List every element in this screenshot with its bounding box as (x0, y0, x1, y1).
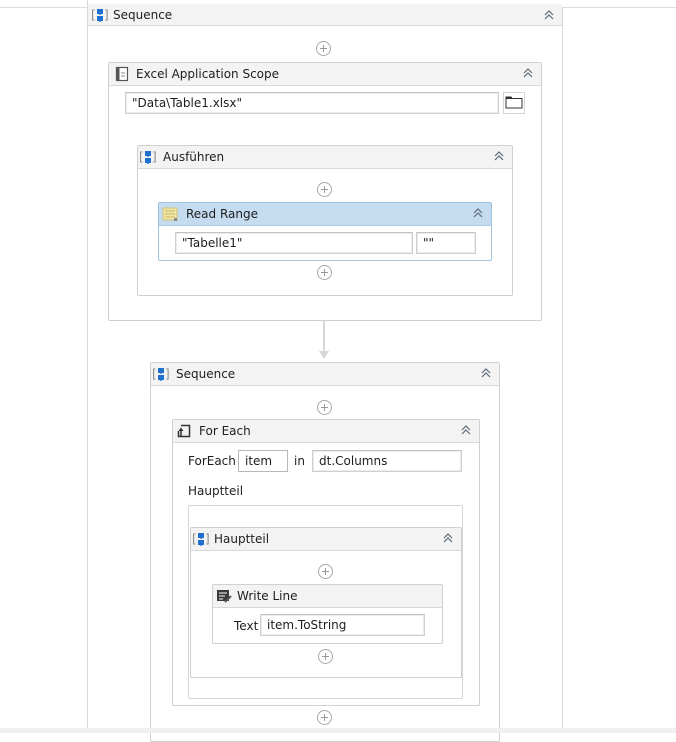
add-activity-button[interactable] (317, 400, 332, 415)
sequence-icon: [] (91, 7, 109, 23)
sequence-icon: [] (139, 149, 157, 165)
collapse-icon[interactable] (521, 66, 535, 80)
read-range-title: Read Range (186, 207, 258, 221)
collapse-icon[interactable] (471, 206, 485, 220)
excel-application-scope[interactable]: Excel Application Scope "Data\Table1.xls… (108, 62, 542, 321)
item-variable-input[interactable]: item (238, 450, 288, 472)
folder-icon (505, 95, 523, 112)
for-each-title: For Each (199, 424, 251, 438)
for-each-icon (176, 423, 192, 439)
read-range-icon (162, 206, 178, 222)
svg-text:[: [ (192, 532, 197, 546)
flow-connector (323, 321, 325, 353)
workbook-path-input[interactable]: "Data\Table1.xlsx" (125, 92, 499, 114)
write-line-header[interactable]: Write Line (213, 585, 442, 608)
connector-arrow-icon (319, 351, 329, 359)
canvas-left-guide (87, 0, 88, 728)
foreach-label: ForEach (188, 454, 236, 468)
collapse-icon[interactable] (479, 366, 493, 380)
body-container[interactable]: [] Hauptteil Write Line (188, 505, 463, 699)
collapse-icon[interactable] (459, 423, 473, 437)
outer-sequence-title: Sequence (113, 7, 173, 22)
excel-scope-title: Excel Application Scope (136, 67, 280, 81)
in-label: in (294, 454, 305, 468)
write-line-title: Write Line (237, 589, 298, 603)
excel-scope-icon (114, 66, 130, 82)
for-each-header[interactable]: For Each (173, 420, 479, 443)
collapse-icon[interactable] (441, 531, 455, 545)
collapse-icon[interactable] (542, 8, 556, 22)
add-activity-button[interactable] (317, 710, 332, 725)
write-line-activity[interactable]: Write Line Text item.ToString (212, 584, 443, 644)
sequence-icon: [] (192, 531, 210, 547)
collection-input[interactable]: dt.Columns (312, 450, 462, 472)
svg-text:[: [ (152, 367, 157, 381)
inner-sequence[interactable]: [] Sequence For Each ForEach item in dt.… (150, 362, 500, 742)
add-activity-button[interactable] (316, 41, 331, 56)
for-each-activity[interactable]: For Each ForEach item in dt.Columns Haup… (172, 419, 480, 706)
svg-text:]: ] (104, 8, 109, 22)
write-line-icon (216, 588, 232, 604)
body-sequence-header[interactable]: [] Hauptteil (191, 528, 461, 551)
body-sequence[interactable]: [] Hauptteil Write Line (190, 527, 462, 678)
sequence-icon: [] (152, 366, 170, 382)
body-sequence-title: Hauptteil (214, 532, 270, 546)
range-input[interactable]: "" (416, 232, 476, 254)
sheet-name-input[interactable]: "Tabelle1" (175, 232, 413, 254)
browse-file-button[interactable] (503, 92, 525, 114)
svg-text:]: ] (165, 367, 170, 381)
canvas-right-guide (562, 8, 563, 728)
svg-text:]: ] (205, 532, 210, 546)
text-label: Text (234, 619, 259, 633)
inner-sequence-title: Sequence (176, 367, 236, 381)
excel-scope-header[interactable]: Excel Application Scope (109, 63, 541, 86)
read-range-header[interactable]: Read Range (159, 203, 491, 226)
add-activity-button[interactable] (318, 649, 333, 664)
svg-text:[: [ (139, 150, 144, 164)
add-activity-button[interactable] (318, 564, 333, 579)
outer-sequence-header[interactable]: [] Sequence (88, 4, 562, 26)
do-sequence-header[interactable]: [] Ausführen (138, 146, 512, 169)
inner-sequence-header[interactable]: [] Sequence (151, 363, 499, 386)
collapse-icon[interactable] (492, 149, 506, 163)
horizontal-scrollbar[interactable] (0, 728, 676, 733)
do-sequence-title: Ausführen (163, 150, 225, 164)
body-label: Hauptteil (188, 484, 244, 498)
svg-text:]: ] (152, 150, 157, 164)
add-activity-button[interactable] (317, 265, 332, 280)
write-line-text-input[interactable]: item.ToString (260, 614, 425, 636)
add-activity-button[interactable] (317, 182, 332, 197)
read-range-activity[interactable]: Read Range "Tabelle1" "" (158, 202, 492, 261)
svg-text:[: [ (91, 8, 96, 22)
do-sequence[interactable]: [] Ausführen Read Range "Tabelle1" "" (137, 145, 513, 296)
